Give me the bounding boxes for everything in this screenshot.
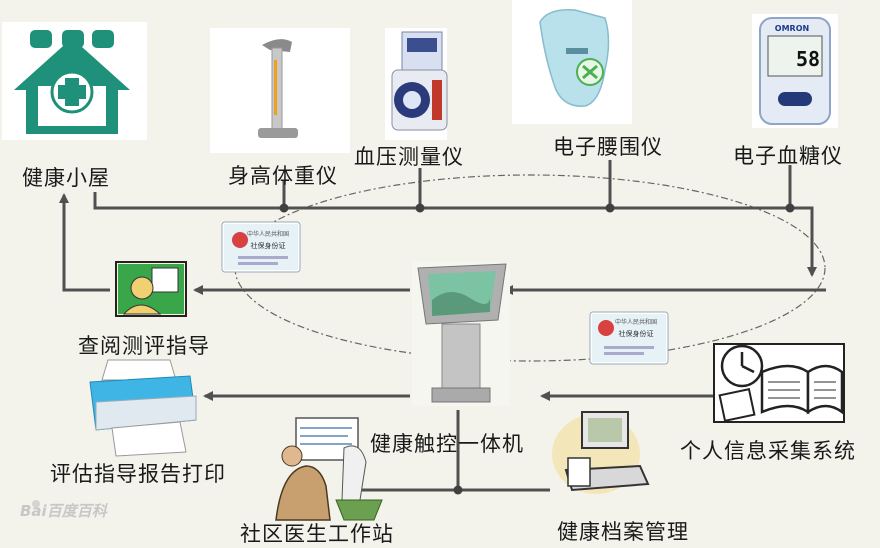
glucose-meter-icon: OMRON 58	[752, 14, 838, 128]
label-blood-pressure: 血压测量仪	[354, 145, 464, 169]
blood-pressure-monitor-icon	[385, 28, 448, 140]
label-records: 健康档案管理	[557, 520, 689, 544]
id-card-subtitle: 社保身份证	[251, 241, 286, 250]
info-collection-icon	[713, 343, 845, 423]
health-records-icon	[552, 411, 650, 494]
review-guidance-icon	[115, 261, 187, 317]
id-card-title: 中华人民共和国	[247, 230, 289, 238]
health-hut-icon	[2, 22, 147, 140]
doctor-workstation-icon	[275, 417, 383, 521]
height-weight-scale-icon	[210, 28, 350, 153]
label-glucose-meter: 电子血糖仪	[733, 144, 843, 168]
waist-meter-icon	[512, 0, 632, 124]
label-doctor-station: 社区医生工作站	[240, 522, 394, 546]
label-health-hut: 健康小屋	[22, 166, 110, 190]
watermark-text: Bai百度百科	[20, 502, 107, 520]
label-review-guidance: 查阅测评指导	[78, 334, 210, 358]
label-waist-meter: 电子腰围仪	[553, 135, 663, 159]
printer-icon	[89, 359, 197, 457]
label-print-report: 评估指导报告打印	[50, 462, 226, 486]
data-flow-ellipse	[234, 174, 826, 362]
id-card-icon: 中华人民共和国 社保身份证	[589, 311, 669, 365]
touch-kiosk-icon	[412, 262, 510, 406]
junction-dots	[279, 203, 795, 495]
glucose-reading: 58	[796, 47, 820, 71]
glucose-brand-text: OMRON	[775, 24, 809, 33]
id-card-subtitle: 社保身份证	[619, 329, 654, 338]
label-height-weight: 身高体重仪	[228, 164, 338, 188]
baidu-watermark	[32, 500, 40, 508]
id-card-title: 中华人民共和国	[615, 318, 657, 326]
label-touch-kiosk: 健康触控一体机	[370, 432, 524, 456]
id-card-icon: 中华人民共和国 社保身份证	[221, 221, 301, 273]
label-info-system: 个人信息采集系统	[680, 439, 856, 463]
